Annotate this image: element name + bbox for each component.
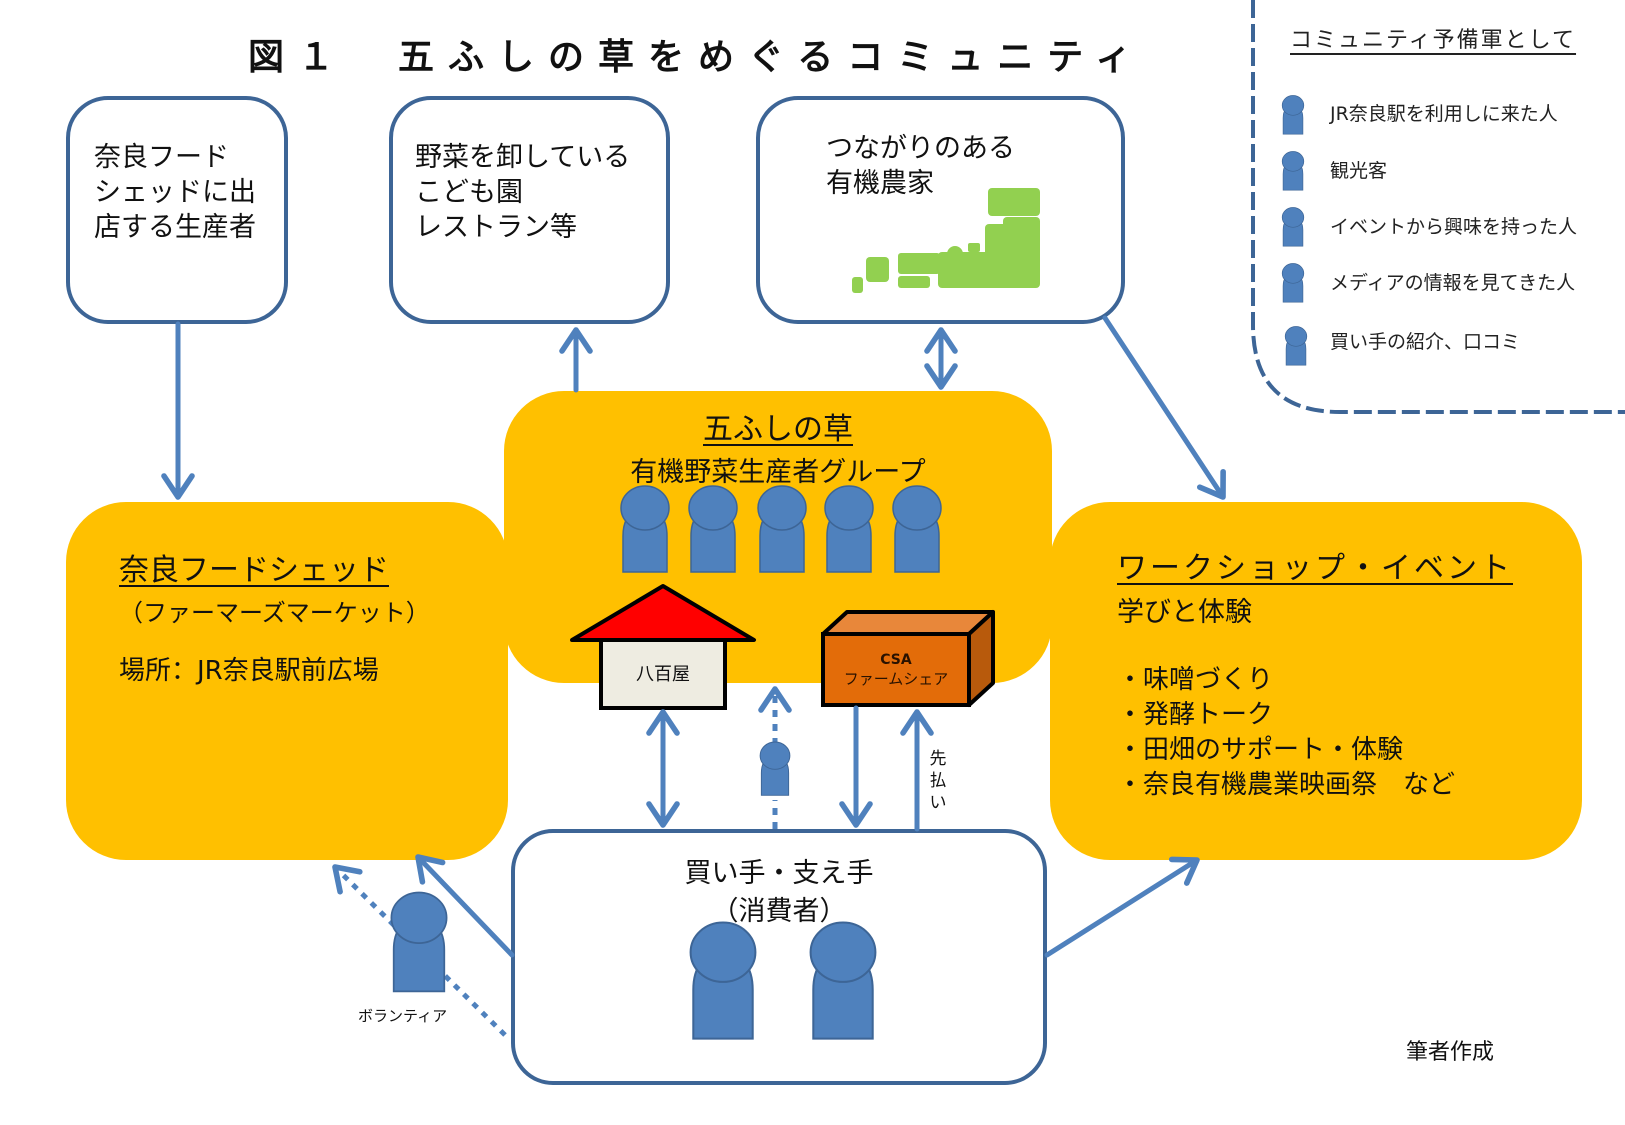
workshop-item: ・発酵トーク bbox=[1117, 700, 1274, 730]
workshop-item: ・味噌づくり bbox=[1117, 665, 1274, 695]
arrow-farmers-to-workshop bbox=[1102, 315, 1226, 500]
member-person-icon bbox=[688, 485, 738, 573]
arrow-consumer-to-foodshed bbox=[415, 854, 515, 958]
group-header: 五ふしの草 有機野菜生産者グループ bbox=[504, 404, 1052, 489]
legend-border bbox=[1251, 0, 1625, 414]
legend-person-icon bbox=[1281, 263, 1305, 303]
group-subtitle: 有機野菜生産者グループ bbox=[630, 457, 926, 488]
farmers-box-text: つながりのある 有機農家 bbox=[826, 133, 1015, 199]
csa-label-line1: CSA bbox=[880, 652, 912, 668]
member-person-icon bbox=[620, 485, 670, 573]
legend-item: イベントから興味を持った人 bbox=[1330, 216, 1578, 238]
legend-item: 観光客 bbox=[1330, 160, 1388, 182]
workshop-title: ワークショップ・イベント bbox=[1117, 551, 1513, 586]
workshop-item: ・奈良有機農業映画祭 など bbox=[1117, 770, 1456, 800]
workshop-item: ・田畑のサポート・体験 bbox=[1117, 735, 1404, 765]
member-person-icon bbox=[824, 485, 874, 573]
buyers-box-text: 野菜を卸している こども園 レストラン等 bbox=[415, 142, 631, 243]
food-shed-box bbox=[66, 502, 508, 860]
legend-person-icon bbox=[1284, 326, 1308, 366]
consumer-person-icon bbox=[809, 921, 877, 1040]
legend-item: JR奈良駅を利用しに来た人 bbox=[1330, 103, 1558, 125]
legend-icons bbox=[1281, 95, 1308, 366]
workshop-subtitle: 学びと体験 bbox=[1117, 597, 1252, 628]
food-shed-text: 奈良フードシェッド （ファーマーズマーケット） 場所：JR奈良駅前広場 bbox=[119, 545, 430, 687]
legend-person-icon bbox=[1281, 207, 1305, 247]
member-person-icon bbox=[757, 485, 807, 573]
author-credit: 筆者作成 bbox=[1406, 1040, 1495, 1065]
consumer-person-icon bbox=[689, 921, 757, 1040]
food-shed-location: 場所：JR奈良駅前広場 bbox=[119, 656, 379, 686]
workshop-list: ・味噌づくり ・発酵トーク ・田畑のサポート・体験 ・奈良有機農業映画祭 など bbox=[1117, 663, 1513, 803]
buyers-box bbox=[389, 96, 670, 324]
workshop-text: ワークショップ・イベント 学びと体験 ・味噌づくり ・発酵トーク ・田畑のサポー… bbox=[1117, 543, 1513, 803]
arrow-consumer-to-workshop bbox=[1044, 856, 1200, 958]
japan-map-icon bbox=[852, 188, 1040, 293]
shop-icon bbox=[570, 584, 756, 710]
consumer-subtitle: （消費者） bbox=[711, 896, 847, 927]
shop-label: 八百屋 bbox=[636, 664, 690, 685]
csa-box-icon bbox=[821, 610, 995, 707]
consumer-title: 買い手・支え手 bbox=[684, 858, 874, 889]
csa-label-line2: ファームシェア bbox=[843, 670, 949, 688]
food-shed-title: 奈良フードシェッド bbox=[119, 553, 389, 588]
prepay-label: 先払い bbox=[929, 749, 947, 813]
legend-person-icon bbox=[1281, 95, 1305, 135]
legend-item: メディアの情報を見てきた人 bbox=[1330, 272, 1576, 294]
member-person-icon bbox=[892, 485, 942, 573]
prospective-person-icon bbox=[759, 741, 791, 796]
consumer-text: 買い手・支え手 （消費者） bbox=[513, 855, 1045, 931]
figure-title: 図１ 五ふしの草をめぐるコミュニティ bbox=[248, 37, 1146, 78]
food-shed-subtitle: （ファーマーズマーケット） bbox=[119, 599, 430, 627]
csa-label: CSA ファームシェア bbox=[823, 652, 969, 689]
legend-person-icon bbox=[1281, 151, 1305, 191]
volunteer-person-icon bbox=[390, 891, 448, 993]
volunteer-label: ボランティア bbox=[358, 1007, 448, 1025]
legend-title: コミュニティ予備軍として bbox=[1290, 28, 1577, 53]
workshop-box bbox=[1050, 502, 1582, 860]
legend-item: 買い手の紹介、口コミ bbox=[1330, 331, 1521, 353]
group-title: 五ふしの草 bbox=[703, 412, 853, 447]
producers-box-text: 奈良フード シェッドに出 店する生産者 bbox=[94, 142, 256, 243]
